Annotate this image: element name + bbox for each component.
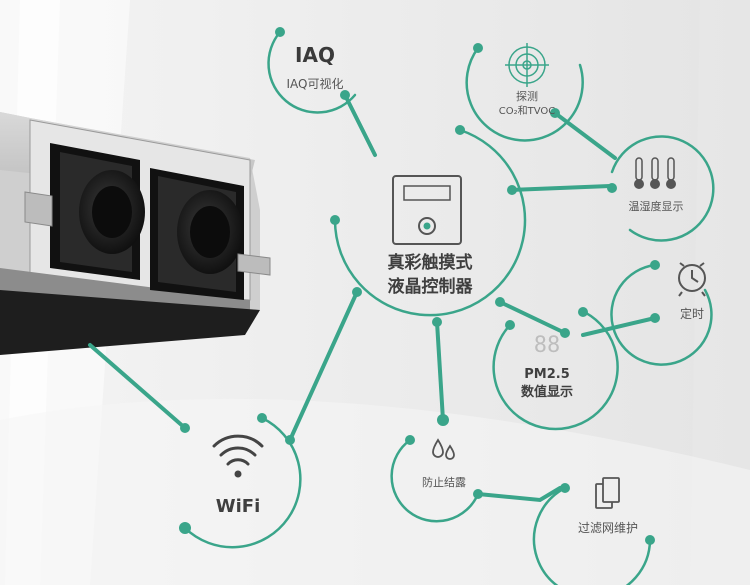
dot <box>650 313 660 323</box>
detect-line2: CO₂和TVOC <box>499 105 556 117</box>
pm-line1: PM2.5 <box>524 367 570 382</box>
anti-label: 防止结露 <box>422 475 466 489</box>
link-iaq-controller <box>343 93 377 157</box>
dot <box>257 413 267 423</box>
curtain-right <box>690 0 750 585</box>
dot <box>507 185 517 195</box>
thermometer-icon <box>634 157 676 189</box>
dot <box>505 320 515 330</box>
curtain-bottom <box>0 398 750 585</box>
pm-line2: 数值显示 <box>521 384 573 400</box>
controller-arc <box>333 128 527 317</box>
node-anti: 防止结露 <box>422 438 466 489</box>
node-detect: 探测 CO₂和TVOC <box>499 43 556 117</box>
dot <box>550 108 560 118</box>
dot <box>432 317 442 327</box>
dot <box>607 183 617 193</box>
node-wifi: WiFi <box>212 434 264 517</box>
dot <box>180 423 190 433</box>
seven-segment-icon: 88 <box>534 333 561 358</box>
iaq-title: IAQ <box>295 43 335 67</box>
node-controller: 真彩触摸式 液晶控制器 <box>388 175 474 297</box>
dot <box>179 522 191 534</box>
link-pm-timer <box>581 316 657 337</box>
timer-arc <box>610 263 713 366</box>
iaq-arc <box>267 30 357 114</box>
link-anti-filter <box>476 486 562 503</box>
iaq-subtitle: IAQ可视化 <box>287 76 344 91</box>
dot <box>645 535 655 545</box>
wifi-icon <box>212 434 264 478</box>
dot <box>473 489 483 499</box>
node-filter: 过滤网维护 <box>578 477 638 535</box>
filter-arc <box>532 486 652 585</box>
dot <box>437 414 449 426</box>
node-timer: 定时 <box>678 262 706 321</box>
dot <box>285 435 295 445</box>
node-iaq: IAQ IAQ可视化 <box>287 43 344 91</box>
dot <box>275 27 285 37</box>
dot <box>578 307 588 317</box>
temp-arc <box>610 135 715 242</box>
dot <box>473 43 483 53</box>
wifi-label: WiFi <box>216 496 261 517</box>
timer-label: 定时 <box>680 306 704 321</box>
node-arcs <box>183 30 715 585</box>
connector-lines <box>88 93 657 503</box>
ventilation-unit-image <box>0 112 271 355</box>
dot <box>560 483 570 493</box>
water-drops-icon <box>432 438 455 460</box>
link-detect-temp <box>553 111 617 160</box>
touch-panel-icon <box>392 175 462 245</box>
controller-line2: 液晶控制器 <box>388 276 474 297</box>
controller-line1: 真彩触摸式 <box>388 252 473 273</box>
node-dots <box>179 27 660 545</box>
pm-arc <box>492 308 619 431</box>
anti-arc <box>390 438 480 523</box>
link-controller-temp <box>508 184 612 192</box>
crosshair-target-icon <box>505 43 549 87</box>
node-temp: 温湿度显示 <box>629 157 684 213</box>
node-pm: 88 PM2.5 数值显示 <box>521 333 573 400</box>
detect-arc <box>465 46 584 142</box>
dot <box>330 215 340 225</box>
dot <box>650 260 660 270</box>
detect-line1: 探测 <box>516 90 538 103</box>
temp-label: 温湿度显示 <box>629 199 684 213</box>
alarm-clock-icon <box>678 262 706 297</box>
link-controller-pm <box>498 300 567 335</box>
dot <box>405 435 415 445</box>
dot <box>352 287 362 297</box>
dot <box>560 328 570 338</box>
link-controller-anti <box>435 320 445 422</box>
dot <box>340 90 350 100</box>
filter-sheets-icon <box>595 477 620 509</box>
dot <box>495 297 505 307</box>
link-unit-wifi <box>88 343 187 430</box>
link-controller-wifi <box>288 290 359 442</box>
dot <box>455 125 465 135</box>
filter-label: 过滤网维护 <box>578 521 638 535</box>
